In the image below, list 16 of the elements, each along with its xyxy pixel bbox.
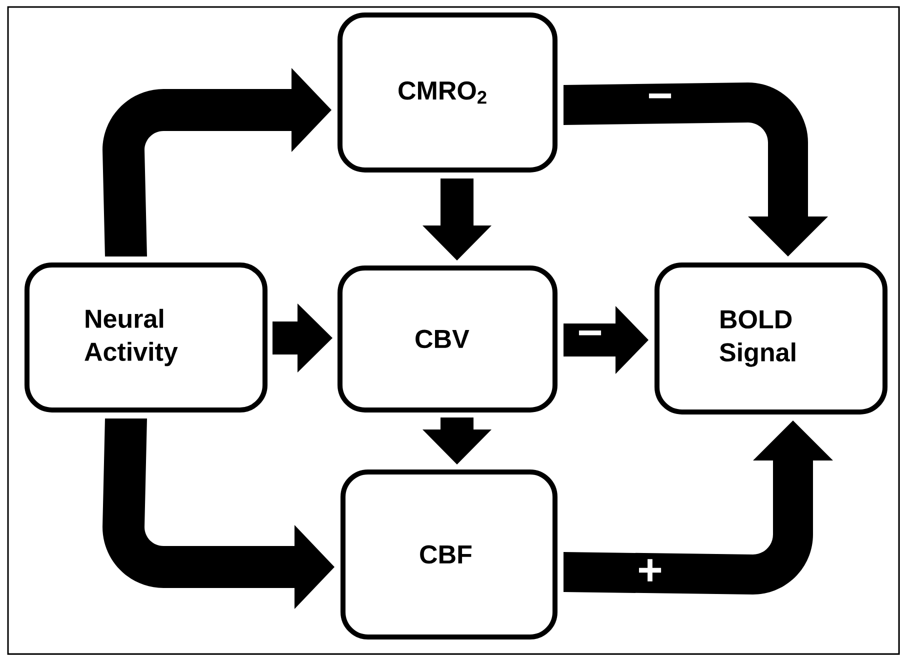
block-arrow <box>102 418 334 609</box>
edge-label: − <box>648 93 672 98</box>
block-arrow <box>102 68 332 256</box>
process-box: CBF <box>340 469 558 640</box>
block-arrow <box>564 82 828 256</box>
process-box: CMRO$_{2}$ <box>338 12 558 172</box>
block-arrow <box>272 303 332 372</box>
process-box: CBV <box>338 266 558 412</box>
process-box: Neural Activity <box>24 262 268 412</box>
block-arrow <box>422 417 492 464</box>
block-arrow <box>564 306 648 374</box>
edge-label: − <box>578 330 602 336</box>
process-box: BOLD Signal <box>654 262 888 414</box>
block-arrow <box>422 178 492 260</box>
block-arrow <box>564 420 833 594</box>
edge-label: + <box>639 559 662 582</box>
